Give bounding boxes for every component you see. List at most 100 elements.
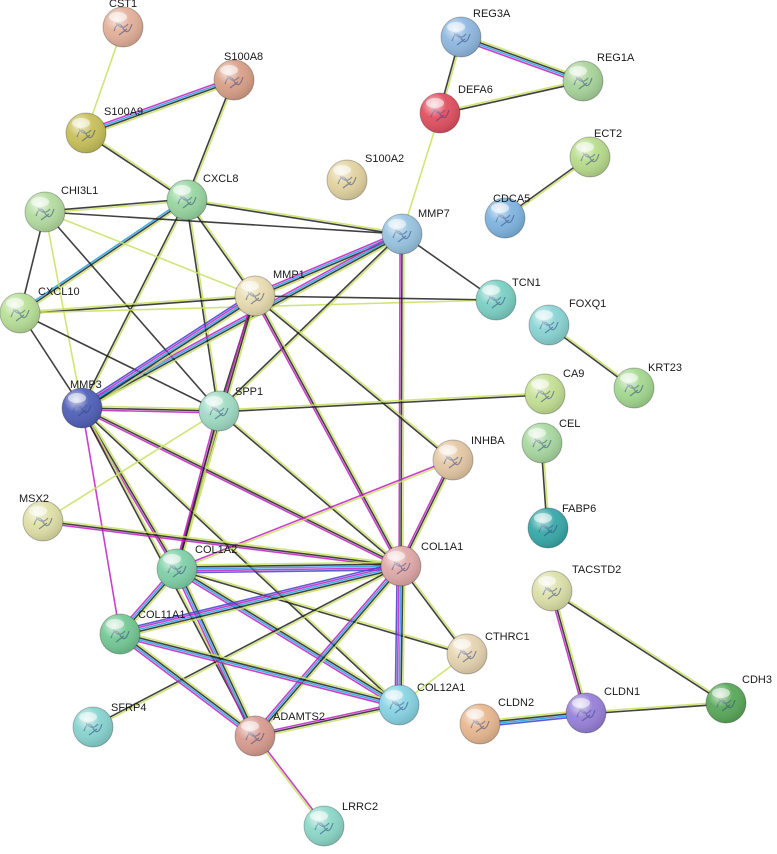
- edges-layer: [18, 26, 728, 828]
- node-label: CDCA5: [493, 193, 530, 205]
- edge-COL1A2-COL1A1: [176, 561, 402, 574]
- edge-COL1A1-COL11A1: [118, 561, 403, 639]
- node-label: TCN1: [512, 277, 541, 289]
- node-s100a2[interactable]: S100A2: [326, 153, 404, 201]
- node-gloss: [68, 393, 86, 403]
- node-col11a1[interactable]: COL11A1: [99, 609, 186, 655]
- edge-MMP7-MMP3: [79, 230, 405, 412]
- node-label: CLDN2: [498, 697, 534, 709]
- edge-MMP7-SPP1: [217, 232, 404, 413]
- node-defa6[interactable]: DEFA6: [419, 84, 493, 134]
- node-cthrc1[interactable]: CTHRC1: [446, 631, 530, 675]
- edge-COL1A2-COL12A1: [174, 565, 402, 709]
- node-cel[interactable]: CEL: [521, 418, 580, 464]
- edge-MMP3-COL11A1: [81, 407, 121, 635]
- node-label: MSX2: [19, 493, 49, 505]
- node-label: CHI3L1: [61, 185, 98, 197]
- node-gloss: [447, 22, 465, 32]
- node-gloss: [173, 185, 191, 195]
- node-krt23[interactable]: KRT23: [613, 362, 682, 409]
- node-fabp6[interactable]: FABP6: [527, 503, 596, 549]
- node-gloss: [385, 690, 403, 700]
- node-cst1[interactable]: CST1: [102, 0, 144, 48]
- edge-S100A8-S100A9: [84, 76, 236, 137]
- node-reg3a[interactable]: REG3A: [440, 8, 511, 58]
- edge-MMP3-COL12A1: [80, 406, 401, 707]
- edge-CLDN1-CDH3: [585, 701, 727, 715]
- node-gloss: [79, 712, 97, 722]
- edge-SPP1-MSX2: [42, 410, 220, 522]
- node-foxq1[interactable]: FOXQ1: [528, 298, 606, 346]
- node-gloss: [163, 554, 181, 564]
- node-label: CEL: [559, 418, 580, 430]
- node-gloss: [72, 118, 90, 128]
- edge-INHBA-COL1A2: [175, 458, 455, 571]
- node-tcn1[interactable]: TCN1: [475, 277, 541, 321]
- edge-MSX2-COL1A1: [41, 518, 403, 569]
- node-label: ECT2: [594, 128, 622, 140]
- node-gloss: [109, 12, 127, 22]
- node-label: COL11A1: [138, 609, 186, 621]
- node-gloss: [205, 396, 223, 406]
- edge-CHI3L1-MMP7: [44, 211, 403, 235]
- node-label: CXCL8: [203, 173, 238, 185]
- edge-DEFA6-MMP7: [401, 112, 441, 235]
- node-gloss: [106, 619, 124, 629]
- node-col1a1[interactable]: COL1A1: [380, 541, 463, 587]
- edge-COL1A1-COL12A1: [394, 565, 406, 706]
- node-gloss: [333, 165, 351, 175]
- node-label: SFRP4: [111, 702, 146, 714]
- node-label: COL12A1: [417, 682, 465, 694]
- node-s100a9[interactable]: S100A9: [65, 106, 143, 154]
- node-s100a8[interactable]: S100A8: [213, 51, 263, 101]
- node-ca9[interactable]: CA9: [524, 368, 584, 415]
- node-label: COL1A1: [421, 541, 463, 553]
- edge-DEFA6-REG1A: [438, 79, 585, 115]
- edge-TACSTD2-CLDN1: [549, 589, 589, 715]
- node-gloss: [31, 197, 49, 207]
- node-cxcl10[interactable]: CXCL10: [0, 286, 80, 334]
- node-adamts2[interactable]: ADAMTS2: [234, 711, 325, 757]
- node-label: S100A8: [224, 51, 263, 63]
- node-tacstd2[interactable]: TACSTD2: [531, 564, 621, 612]
- node-label: SPP1: [235, 386, 263, 398]
- node-cdca5[interactable]: CDCA5: [484, 193, 530, 239]
- node-label: CDH3: [742, 674, 772, 686]
- node-mmp7[interactable]: MMP7: [381, 208, 450, 255]
- node-label: COL1A2: [195, 544, 237, 556]
- edge-CXCL10-SPP1: [19, 312, 220, 412]
- node-label: KRT23: [648, 362, 682, 374]
- node-cdh3[interactable]: CDH3: [705, 674, 772, 724]
- node-mmp3[interactable]: MMP3: [61, 379, 103, 429]
- edge-COL12A1-ADAMTS2: [253, 702, 401, 739]
- node-gloss: [534, 513, 552, 523]
- node-cldn2[interactable]: CLDN2: [459, 697, 534, 745]
- node-label: DEFA6: [458, 84, 493, 96]
- node-chi3l1[interactable]: CHI3L1: [24, 185, 98, 233]
- node-cxcl8[interactable]: CXCL8: [166, 173, 238, 221]
- node-label: MMP7: [418, 208, 450, 220]
- node-label: CXCL10: [38, 286, 80, 298]
- node-msx2[interactable]: MSX2: [19, 493, 64, 542]
- node-lrrc2[interactable]: LRRC2: [303, 801, 378, 847]
- node-sfrp4[interactable]: SFRP4: [72, 702, 146, 748]
- node-mmp1[interactable]: MMP1: [234, 269, 305, 317]
- node-gloss: [528, 428, 546, 438]
- edge-MMP1-MMP3: [79, 292, 258, 412]
- node-inhba[interactable]: INHBA: [432, 435, 505, 481]
- node-ect2[interactable]: ECT2: [569, 128, 622, 178]
- node-gloss: [439, 445, 457, 455]
- edge-CXCL10-MMP1: [19, 294, 256, 315]
- node-col12a1[interactable]: COL12A1: [378, 682, 465, 726]
- node-label: INHBA: [471, 435, 505, 447]
- node-cldn1[interactable]: CLDN1: [565, 686, 640, 734]
- edge-COL1A2-ADAMTS2: [173, 566, 259, 739]
- node-reg1a[interactable]: REG1A: [562, 52, 635, 102]
- node-gloss: [220, 65, 238, 75]
- node-spp1[interactable]: SPP1: [198, 386, 263, 432]
- node-gloss: [29, 506, 47, 516]
- node-col1a2[interactable]: COL1A2: [156, 544, 237, 590]
- node-label: REG1A: [597, 52, 635, 64]
